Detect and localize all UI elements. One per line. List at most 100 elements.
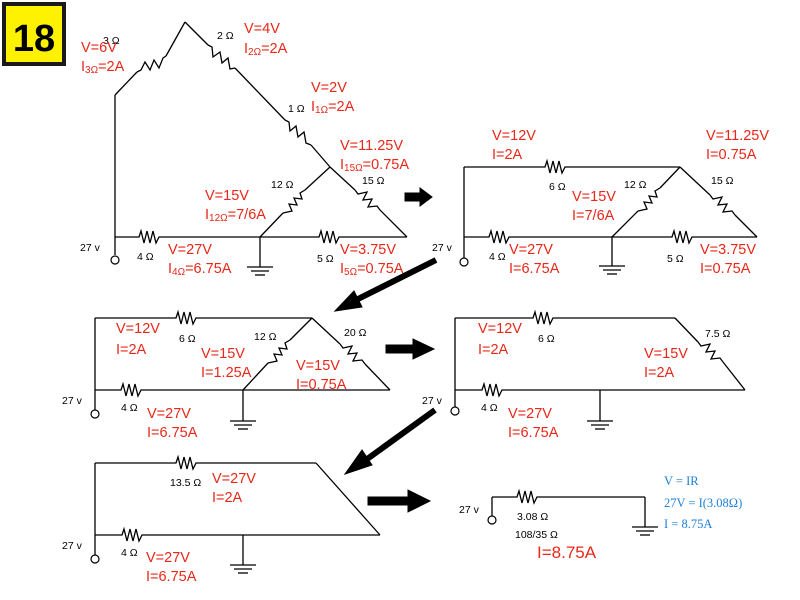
arrow-down-left-icon [343, 407, 437, 475]
circuit-4: 27 v 6 Ω 7.5 Ω 4 Ω V=12V I=2A V=15V I=2A… [422, 309, 746, 441]
source-label: 27 v [62, 395, 83, 407]
label-5ohm: 5 Ω [317, 253, 334, 265]
voltage-terminal [487, 515, 497, 525]
resistor-4ohm [117, 381, 145, 398]
resistor-6ohm [173, 309, 199, 326]
label-4ohm: 4 Ω [481, 402, 498, 414]
arrow-right-icon [404, 187, 433, 207]
arrow-right-icon [385, 338, 436, 360]
annot-12ohm-current: I=7/6A [572, 208, 615, 224]
resistor-4ohm [135, 228, 163, 245]
annot-6ohm-current: I=2A [492, 147, 523, 163]
circuit-5: 27 v 13.5 Ω 4 Ω V=27V I=2A V=27V I=6.75A [62, 454, 381, 585]
annot-5ohm-voltage: V=3.75V [700, 242, 756, 258]
annot-13-5ohm-current: I=2A [212, 490, 243, 506]
annot-4ohm-current: I=6.75A [508, 425, 559, 441]
annot-4ohm-voltage: V=27V [508, 406, 552, 422]
label-6ohm: 6 Ω [549, 181, 566, 193]
label-6ohm: 6 Ω [179, 333, 196, 345]
annot-3ohm-voltage: V=6V [81, 40, 117, 56]
annot-2ohm-voltage: V=4V [244, 21, 280, 37]
source-label: 27 v [432, 242, 453, 254]
voltage-terminal [459, 257, 469, 267]
annot-12ohm-voltage: V=15V [572, 189, 616, 205]
label-1ohm: 1 Ω [288, 103, 305, 115]
resistor-12ohm [637, 187, 661, 212]
annot-6ohm-current: I=2A [116, 342, 147, 358]
equation-substituted: 27V = I(3.08Ω) [664, 496, 742, 510]
annot-15ohm-current: I=0.75A [706, 147, 757, 163]
resistor-5ohm [668, 228, 696, 245]
label-15ohm: 15 Ω [711, 175, 734, 187]
annot-13-5ohm-voltage: V=27V [212, 471, 256, 487]
resistor-12ohm [267, 339, 291, 364]
annot-2ohm-current: I2Ω=2A [244, 41, 288, 58]
annot-5ohm-current: I=0.75A [700, 261, 751, 277]
annot-6ohm-voltage: V=12V [116, 321, 160, 337]
label-equivalent-fraction: 108/35 Ω [515, 529, 558, 541]
annot-4ohm-current: I=6.75A [147, 425, 198, 441]
resistor-3ohm [136, 55, 167, 73]
resistor-15ohm [709, 194, 736, 216]
label-4ohm: 4 Ω [121, 402, 138, 414]
source-label: 27 v [80, 242, 101, 254]
annot-12ohm-voltage: V=15V [205, 188, 249, 204]
ground-symbol [587, 390, 613, 430]
ground-symbol [230, 390, 256, 430]
label-15ohm: 15 Ω [362, 175, 385, 187]
resistor-3-08ohm [514, 488, 541, 505]
annot-15ohm-voltage: V=11.25V [340, 138, 403, 154]
annot-6ohm-current: I=2A [478, 342, 509, 358]
source-label: 27 v [459, 504, 480, 516]
circuit-3: 27 v 6 Ω 12 Ω 20 Ω 4 Ω V=12V I=2A V=15V … [62, 309, 391, 441]
arrow-right-icon [367, 489, 432, 513]
circuit-1-original: 27 v 3 Ω 2 Ω 1 Ω 12 Ω 15 Ω 4 Ω 5 Ω V=6V … [80, 21, 409, 278]
voltage-terminal [110, 255, 120, 265]
resistor-15ohm [354, 189, 381, 211]
annot-7-5ohm-voltage: V=15V [644, 346, 688, 362]
total-current: I=8.75A [537, 543, 597, 562]
arrow-down-left-icon [333, 257, 438, 312]
annot-12ohm-voltage: V=15V [201, 346, 245, 362]
resistor-6ohm [530, 309, 557, 326]
resistor-5ohm [315, 228, 343, 245]
annot-4ohm-voltage: V=27V [146, 550, 190, 566]
annot-6ohm-voltage: V=12V [478, 321, 522, 337]
annot-7-5ohm-current: I=2A [644, 365, 675, 381]
resistor-4ohm [478, 381, 506, 398]
label-2ohm: 2 Ω [217, 30, 234, 42]
ground-symbol [247, 237, 273, 276]
label-4ohm: 4 Ω [121, 547, 138, 559]
equation-result: I = 8.75A [664, 517, 712, 531]
resistor-13-5ohm [173, 454, 200, 471]
ground-symbol [230, 535, 256, 574]
source-label: 27 v [62, 540, 83, 552]
annot-12ohm-current: I12Ω=7/6A [205, 207, 266, 224]
resistor-4ohm [485, 228, 512, 245]
ground-symbol [632, 497, 658, 536]
resistor-1ohm [284, 119, 312, 146]
step-number: 18 [13, 18, 55, 60]
voltage-terminal [450, 406, 460, 416]
label-5ohm: 5 Ω [667, 253, 684, 265]
resistor-4ohm [118, 526, 146, 543]
label-12ohm: 12 Ω [624, 179, 647, 191]
ground-symbol [599, 237, 625, 275]
resistor-6ohm [542, 158, 569, 175]
annot-5ohm-voltage: V=3.75V [340, 242, 396, 258]
label-3-08ohm: 3.08 Ω [517, 511, 548, 523]
label-20ohm: 20 Ω [344, 327, 367, 339]
annot-15ohm-current: I15Ω=0.75A [340, 157, 409, 174]
annot-4ohm-voltage: V=27V [168, 242, 212, 258]
label-6ohm: 6 Ω [538, 333, 555, 345]
annot-3ohm-current: I3Ω=2A [81, 59, 125, 76]
label-12ohm: 12 Ω [271, 179, 294, 191]
annot-15ohm-voltage: V=11.25V [706, 128, 769, 144]
label-12ohm: 12 Ω [254, 331, 277, 343]
label-4ohm: 4 Ω [137, 251, 154, 263]
resistor-7-5ohm [697, 341, 724, 363]
annot-5ohm-current: I5Ω=0.75A [340, 261, 404, 278]
annot-20ohm-current: I=0.75A [296, 377, 347, 393]
annot-4ohm-current: I4Ω=6.75A [168, 261, 232, 278]
equation-ohms-law: V = IR [664, 474, 699, 488]
